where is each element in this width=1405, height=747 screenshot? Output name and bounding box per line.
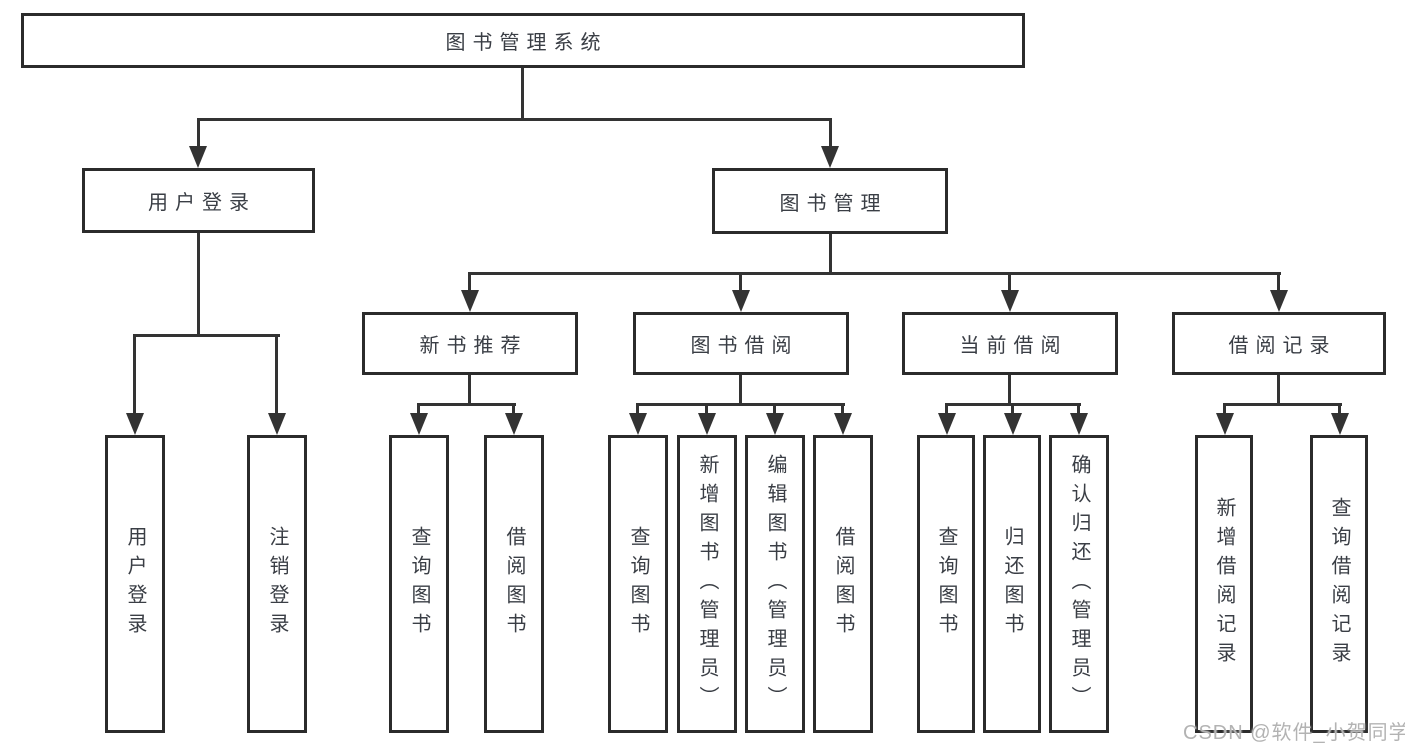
node-book-borrowing: 图书借阅: [633, 312, 849, 375]
leaf-query-books-current: 查询图书: [917, 435, 975, 733]
csdn-watermark: CSDN @软件_小贺同学: [1183, 722, 1405, 744]
connector-g4-leaf3-drop: [1077, 403, 1080, 417]
leaf-return-books: 归还图书: [983, 435, 1041, 733]
arrow-records: [1270, 290, 1288, 312]
leaf-query-books-borrowing-label: 查询图书: [627, 526, 649, 642]
leaf-borrow-books-recommend: 借阅图书: [484, 435, 544, 733]
connector-current-drop: [1008, 272, 1011, 294]
arrow-g3-leaf3: [766, 413, 784, 435]
connector-user-login-stem: [197, 233, 200, 337]
leaf-edit-books-admin-label: 编辑图书（管理员）: [764, 453, 786, 715]
arrow-user-login: [189, 146, 207, 168]
arrow-g2-leaf1: [410, 413, 428, 435]
node-book-management: 图书管理: [712, 168, 948, 234]
connector-current-stem: [1008, 375, 1011, 406]
connector-g3-leaf4-drop: [841, 403, 844, 417]
arrow-g3-leaf4: [834, 413, 852, 435]
leaf-add-books-admin-label: 新增图书（管理员）: [696, 453, 718, 715]
leaf-borrow-books: 借阅图书: [813, 435, 873, 733]
arrow-leaf-login: [126, 413, 144, 435]
connector-borrowing-stem: [739, 375, 742, 406]
leaf-logout: 注销登录: [247, 435, 307, 733]
arrow-current: [1001, 290, 1019, 312]
leaf-user-login-label: 用户登录: [124, 526, 146, 642]
leaf-borrow-books-recommend-label: 借阅图书: [503, 526, 525, 642]
arrow-leaf-logout: [268, 413, 286, 435]
leaf-confirm-return-admin-label: 确认归还（管理员）: [1068, 453, 1090, 715]
connector-g3-leaf3-drop: [773, 403, 776, 417]
leaf-add-borrow-record: 新增借阅记录: [1195, 435, 1253, 733]
connector-new-book-drop: [468, 272, 471, 294]
connector-g5-leaf2-drop: [1338, 403, 1341, 417]
leaf-add-borrow-record-label: 新增借阅记录: [1213, 497, 1235, 671]
connector-leaf-logout-drop: [275, 334, 278, 416]
arrow-borrowing: [732, 290, 750, 312]
connector-user-login-drop: [197, 118, 200, 148]
leaf-query-books-borrowing: 查询图书: [608, 435, 668, 733]
connector-g2-leaf1-drop: [417, 403, 420, 417]
arrow-g3-leaf2: [698, 413, 716, 435]
connector-book-mgmt-stem: [829, 234, 832, 275]
leaf-query-books-recommend: 查询图书: [389, 435, 449, 733]
leaf-query-borrow-record-label: 查询借阅记录: [1328, 497, 1350, 671]
leaf-user-login: 用户登录: [105, 435, 165, 733]
connector-g4-leaf2-drop: [1011, 403, 1014, 417]
leaf-confirm-return-admin: 确认归还（管理员）: [1049, 435, 1109, 733]
leaf-query-books-recommend-label: 查询图书: [408, 526, 430, 642]
connector-borrowing-rail: [636, 403, 845, 406]
node-current-borrowing: 当前借阅: [902, 312, 1118, 375]
connector-book-mgmt-rail: [468, 272, 1281, 275]
connector-g3-leaf1-drop: [636, 403, 639, 417]
leaf-borrow-books-label: 借阅图书: [832, 526, 854, 642]
leaf-query-books-current-label: 查询图书: [935, 526, 957, 642]
arrow-g5-leaf1: [1216, 413, 1234, 435]
connector-g5-leaf1-drop: [1223, 403, 1226, 417]
node-root: 图书管理系统: [21, 13, 1025, 68]
connector-leaf-login-drop: [133, 334, 136, 416]
connector-g4-leaf1-drop: [945, 403, 948, 417]
arrow-g3-leaf1: [629, 413, 647, 435]
arrow-g4-leaf2: [1004, 413, 1022, 435]
connector-g2-leaf2-drop: [512, 403, 515, 417]
connector-records-stem: [1277, 375, 1280, 406]
connector-new-book-stem: [468, 375, 471, 406]
arrow-new-book: [461, 290, 479, 312]
leaf-query-borrow-record: 查询借阅记录: [1310, 435, 1368, 733]
connector-g3-leaf2-drop: [705, 403, 708, 417]
arrow-g4-leaf1: [938, 413, 956, 435]
node-borrow-records: 借阅记录: [1172, 312, 1386, 375]
arrow-g5-leaf2: [1331, 413, 1349, 435]
leaf-add-books-admin: 新增图书（管理员）: [677, 435, 737, 733]
node-new-book-recommend: 新书推荐: [362, 312, 578, 375]
node-user-login: 用户登录: [82, 168, 315, 233]
connector-book-mgmt-drop: [829, 118, 832, 148]
leaf-logout-label: 注销登录: [266, 526, 288, 642]
arrow-g4-leaf3: [1070, 413, 1088, 435]
arrow-book-mgmt: [821, 146, 839, 168]
connector-root-rail: [197, 118, 832, 121]
arrow-g2-leaf2: [505, 413, 523, 435]
connector-user-login-rail: [133, 334, 280, 337]
leaf-edit-books-admin: 编辑图书（管理员）: [745, 435, 805, 733]
connector-borrowing-drop: [739, 272, 742, 294]
leaf-return-books-label: 归还图书: [1001, 526, 1023, 642]
connector-new-book-rail: [417, 403, 516, 406]
connector-root-stem: [521, 68, 524, 120]
connector-records-drop: [1277, 272, 1280, 294]
connector-records-rail: [1223, 403, 1342, 406]
